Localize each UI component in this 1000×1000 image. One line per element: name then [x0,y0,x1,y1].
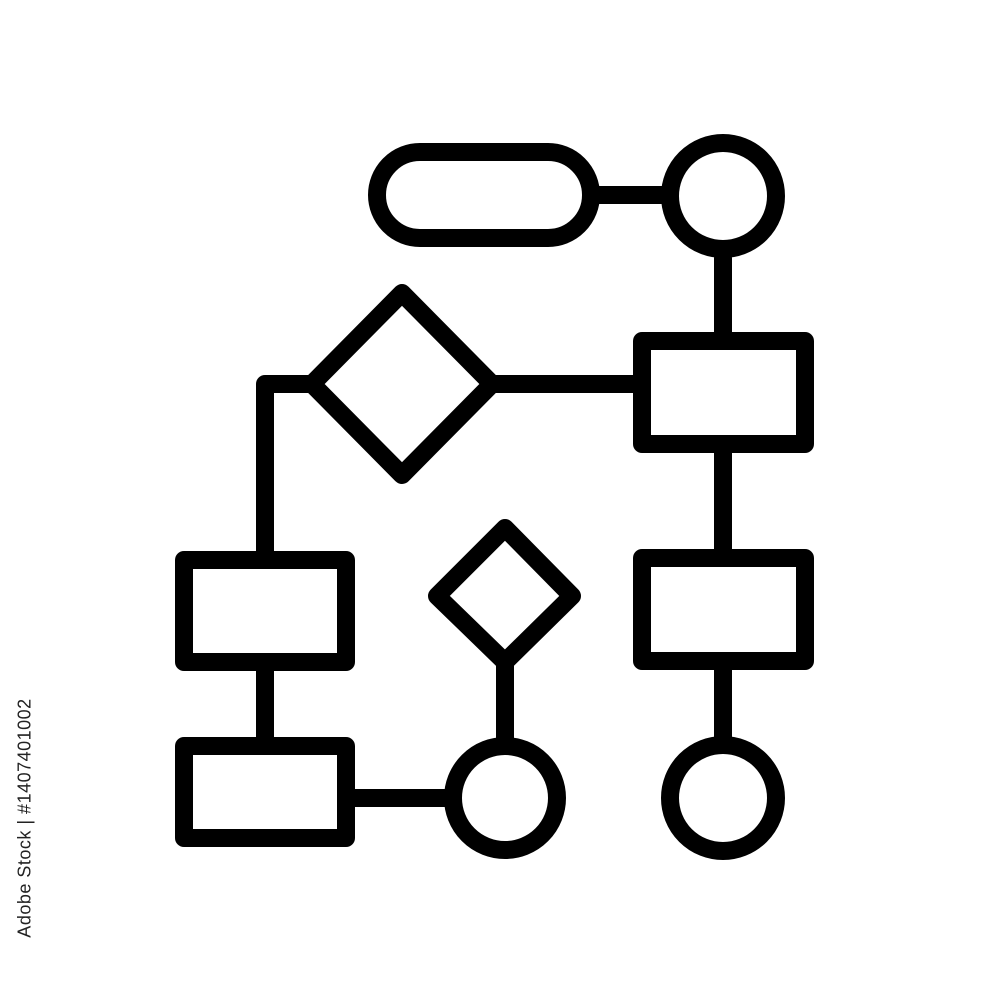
small-decision-diamond [428,519,581,671]
process-box-right-upper [633,332,814,453]
bottom-middle-circle [444,737,566,859]
connector-decision-to-left-box [256,375,321,565]
bottom-right-circle [661,736,785,860]
top-connector-circle [661,134,785,258]
terminator-shape [368,143,600,247]
stock-id-text: Adobe Stock | #1407401002 [14,698,35,938]
process-box-left-upper [175,551,355,671]
connector-lines [256,186,732,807]
stock-id-watermark: Adobe Stock | #1407401002 [0,0,50,1000]
process-box-left-lower [175,737,355,847]
process-box-right-lower [633,549,814,670]
large-decision-diamond [303,284,501,484]
